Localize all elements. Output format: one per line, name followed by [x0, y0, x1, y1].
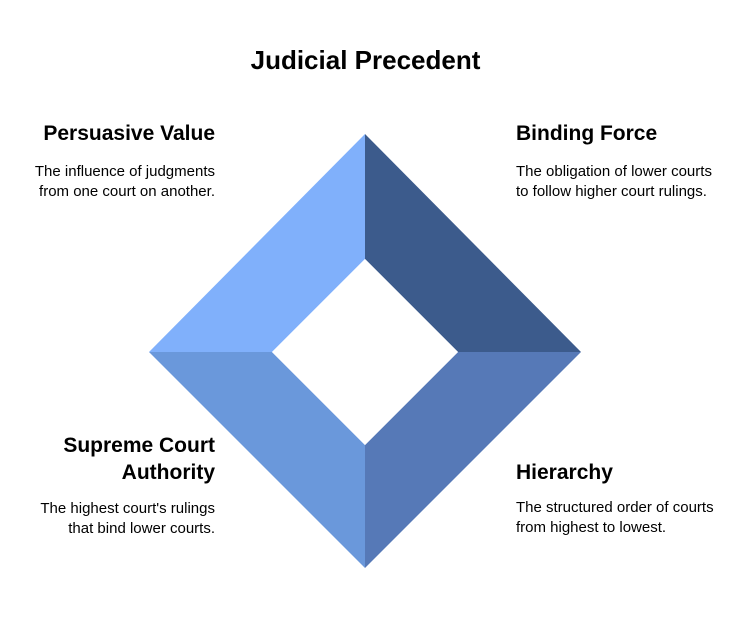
quadrant-binding-force: Binding Force The obligation of lower co… — [516, 120, 716, 202]
quadrant-heading: Binding Force — [516, 122, 658, 145]
quadrant-heading: Supreme Court Authority — [63, 434, 215, 484]
quadrant-heading: Persuasive Value — [43, 122, 215, 145]
center-diamond — [272, 259, 458, 445]
quadrant-hierarchy: Hierarchy The structured order of courts… — [516, 459, 716, 538]
quadrant-supreme-court-authority: Supreme Court Authority The highest cour… — [15, 432, 215, 539]
segment-bottom-right — [365, 352, 581, 568]
quadrant-description: The obligation of lower courts to follow… — [516, 163, 712, 200]
diagram-title: Judicial Precedent — [250, 45, 481, 75]
quadrant-description: The structured order of courts from high… — [516, 499, 714, 536]
segment-bottom-left — [149, 352, 365, 568]
quadrant-description: The influence of judgments from one cour… — [34, 163, 215, 200]
segment-top-right — [365, 134, 581, 352]
quadrant-heading: Hierarchy — [516, 461, 613, 484]
quadrant-description: The highest court's rulings that bind lo… — [40, 500, 215, 537]
quadrant-persuasive-value: Persuasive Value The influence of judgme… — [15, 120, 215, 202]
segment-top-left — [149, 134, 365, 352]
